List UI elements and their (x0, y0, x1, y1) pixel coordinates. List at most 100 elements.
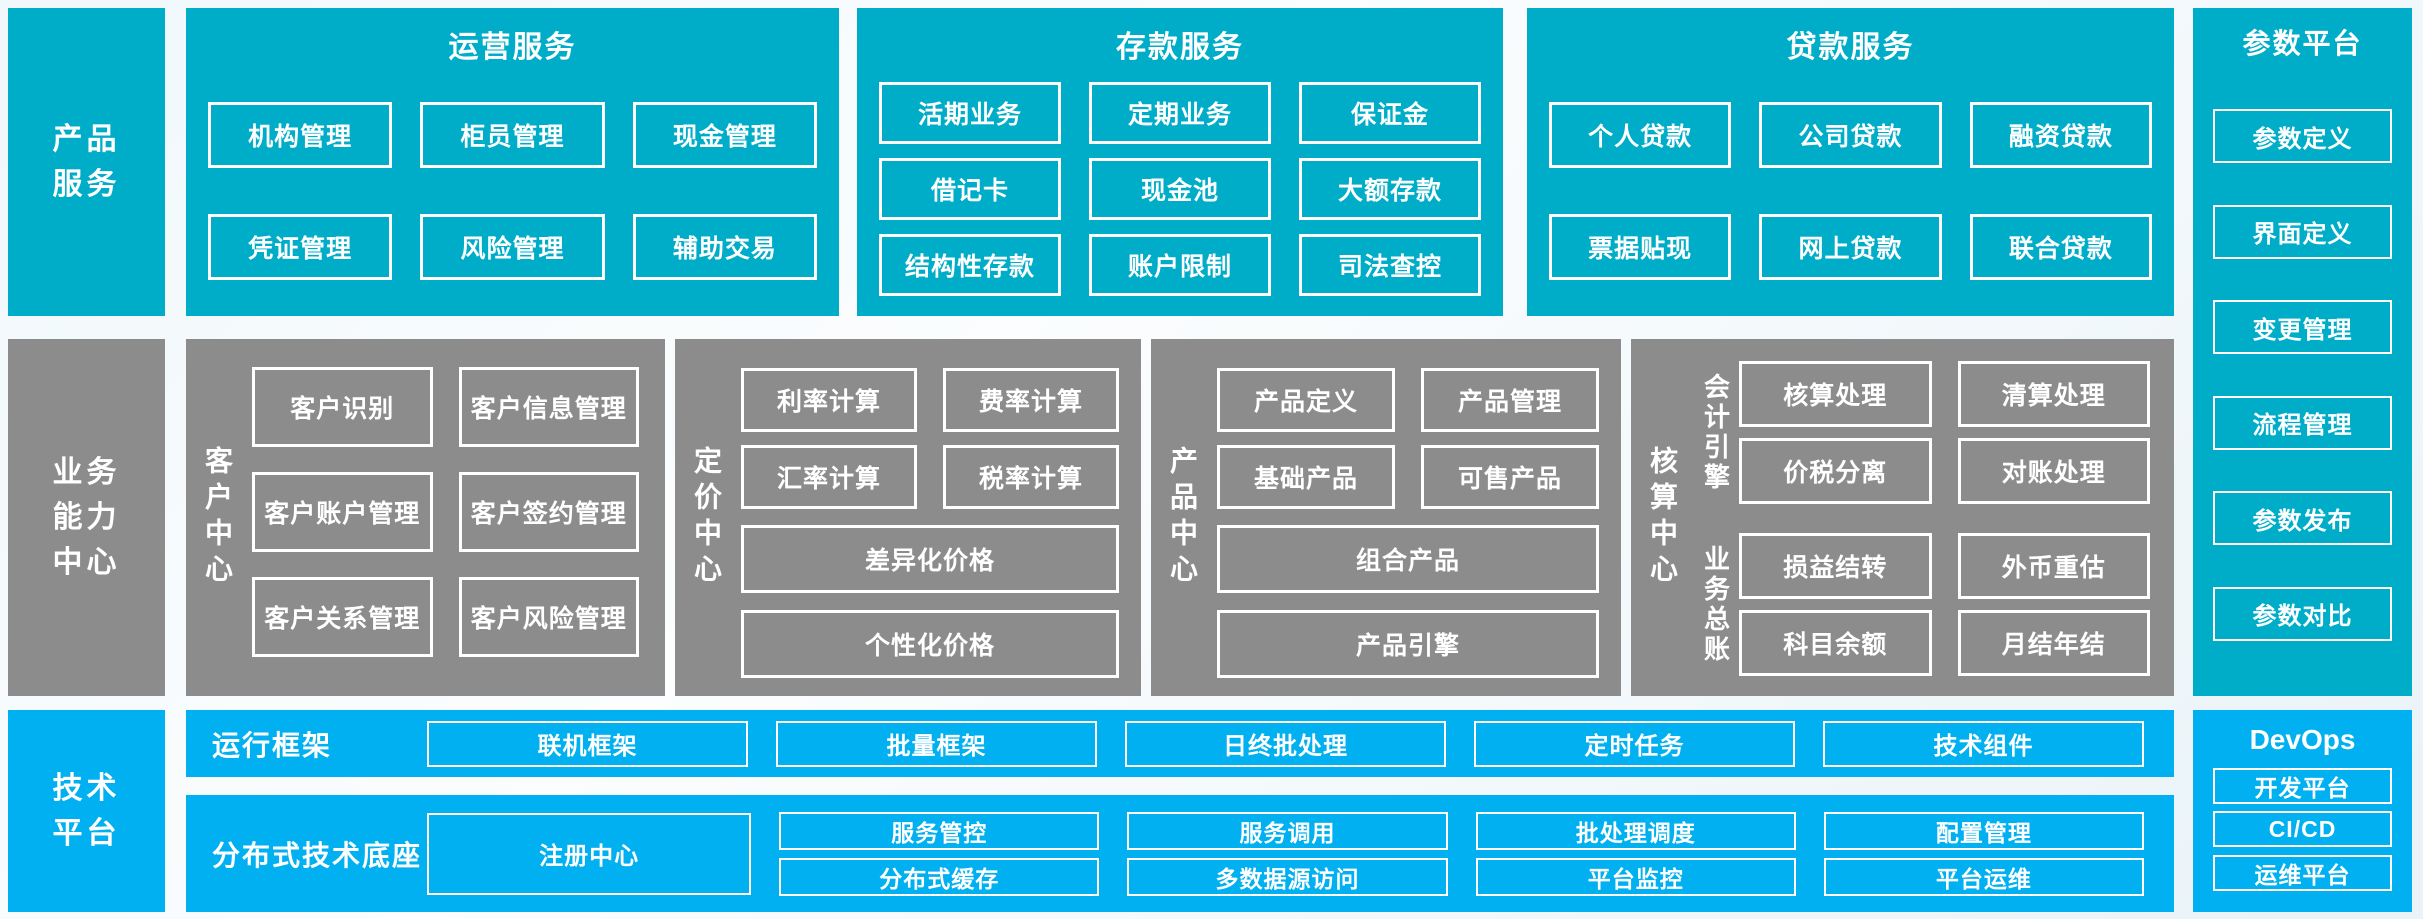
accounting-engine-group: 会计引擎 核算处理 清算处理 价税分离 对账处理 (1693, 361, 2150, 504)
diagram-box: 现金池 (1089, 158, 1271, 220)
diagram-box: 账户限制 (1089, 234, 1271, 296)
diagram-box: 多数据源访问 (1127, 857, 1448, 896)
diagram-box: 费率计算 (943, 368, 1119, 432)
customer-center-label: 客户中心 (202, 445, 233, 590)
diagram-box: 汇率计算 (741, 445, 917, 509)
rail-technology-platform-label: 技术平台 (52, 772, 121, 850)
section-distributed-tech-base: 分布式技术底座 注册中心 服务管控 分布式缓存 服务调用 多数据源访问 批处理调… (186, 795, 2174, 912)
diagram-box: 辅助交易 (632, 214, 817, 280)
section-parameter-platform: 参数平台 参数定义 界面定义 变更管理 流程管理 参数发布 参数对比 (2193, 8, 2412, 696)
diagram-box: 联机框架 (427, 720, 748, 767)
diagram-box: 网上贷款 (1759, 214, 1942, 280)
accounting-engine-label: 会计引擎 (1700, 372, 1731, 493)
diagram-box: 科目余额 (1739, 610, 1932, 676)
accounting-center-label: 核算中心 (1647, 445, 1678, 590)
business-ledger-group: 业务总账 损益结转 外币重估 科目余额 月结年结 (1693, 533, 2150, 676)
diagram-box: 公司贷款 (1759, 102, 1942, 168)
diagram-box: CI/CD (2213, 811, 2392, 847)
rail-product-services: 产品服务 (8, 8, 165, 316)
diagram-box: 参数发布 (2213, 491, 2392, 546)
diagram-box: 保证金 (1299, 82, 1481, 144)
diagram-box: 客户签约管理 (458, 472, 639, 552)
section-deposit-services: 存款服务 活期业务 定期业务 保证金 借记卡 现金池 大额存款 结构性存款 账户… (857, 8, 1503, 316)
section-product-center: 产品中心 产品定义 产品管理 基础产品 可售产品 组合产品 产品引擎 (1151, 339, 1621, 696)
section-title: 存款服务 (1116, 31, 1244, 64)
diagram-box: 风险管理 (420, 214, 605, 280)
diagram-box: 票据贴现 (1549, 214, 1732, 280)
diagram-box: 联合贷款 (1969, 214, 2152, 280)
diagram-box: 机构管理 (208, 102, 393, 168)
diagram-box: 可售产品 (1421, 445, 1599, 509)
distributed-tech-base-label: 分布式技术底座 (212, 839, 423, 871)
runtime-framework-label: 运行框架 (212, 729, 333, 761)
section-pricing-center: 定价中心 利率计算 费率计算 汇率计算 税率计算 差异化价格 个性化价格 (675, 339, 1141, 696)
diagram-box: 服务调用 (1127, 811, 1448, 850)
section-title: 运营服务 (448, 31, 577, 64)
rail-product-services-label: 产品服务 (52, 123, 121, 201)
diagram-box: 批处理调度 (1475, 811, 1796, 850)
diagram-box: 参数定义 (2213, 109, 2392, 164)
diagram-box: 客户信息管理 (458, 367, 639, 447)
diagram-box: 注册中心 (427, 812, 752, 895)
diagram-box: 客户识别 (252, 367, 433, 447)
diagram-box: 客户关系管理 (252, 577, 433, 657)
diagram-box: 借记卡 (879, 158, 1061, 220)
diagram-box: 个人贷款 (1549, 102, 1732, 168)
diagram-box: 产品引擎 (1217, 610, 1599, 678)
diagram-box: 运维平台 (2213, 854, 2392, 891)
diagram-box: 客户风险管理 (458, 577, 639, 657)
pricing-center-label: 定价中心 (691, 445, 722, 590)
section-operation-services: 运营服务 机构管理 柜员管理 现金管理 凭证管理 风险管理 辅助交易 (186, 8, 839, 316)
diagram-box: 清算处理 (1957, 361, 2150, 427)
diagram-box: 服务管控 (779, 811, 1100, 850)
diagram-box: 税率计算 (943, 445, 1119, 509)
diagram-box: 产品定义 (1217, 368, 1395, 432)
diagram-box: 外币重估 (1957, 533, 2150, 599)
diagram-box: 司法查控 (1299, 234, 1481, 296)
diagram-box: 技术组件 (1823, 720, 2144, 767)
section-customer-center: 客户中心 客户识别 客户信息管理 客户账户管理 客户签约管理 客户关系管理 客户… (186, 339, 665, 696)
diagram-box: 开发平台 (2213, 767, 2392, 804)
diagram-box: 变更管理 (2213, 300, 2392, 355)
diagram-box: 融资贷款 (1969, 102, 2152, 168)
diagram-box: 月结年结 (1957, 610, 2150, 676)
diagram-box: 现金管理 (632, 102, 817, 168)
loan-services-boxes: 个人贷款 公司贷款 融资贷款 票据贴现 网上贷款 联合贷款 (1527, 102, 2174, 280)
diagram-box: 大额存款 (1299, 158, 1481, 220)
diagram-box: 界面定义 (2213, 204, 2392, 259)
rail-business-capability-center: 业务能力中心 (8, 339, 165, 696)
rail-technology-platform: 技术平台 (8, 710, 165, 912)
section-title: 参数平台 (2242, 28, 2363, 59)
diagram-box: 利率计算 (741, 368, 917, 432)
diagram-box: 流程管理 (2213, 395, 2392, 450)
product-center-label: 产品中心 (1167, 445, 1198, 590)
diagram-box: 定期业务 (1089, 82, 1271, 144)
diagram-box: 个性化价格 (741, 610, 1119, 678)
diagram-box: 柜员管理 (420, 102, 605, 168)
diagram-box: 参数对比 (2213, 586, 2392, 641)
diagram-box: 产品管理 (1421, 368, 1599, 432)
diagram-box: 基础产品 (1217, 445, 1395, 509)
diagram-box: 日终批处理 (1125, 720, 1446, 767)
diagram-box: 凭证管理 (208, 214, 393, 280)
section-title: 贷款服务 (1786, 31, 1915, 64)
deposit-services-boxes: 活期业务 定期业务 保证金 借记卡 现金池 大额存款 结构性存款 账户限制 司法… (857, 82, 1503, 296)
diagram-box: 结构性存款 (879, 234, 1061, 296)
diagram-box: 对账处理 (1957, 438, 2150, 504)
diagram-box: 批量框架 (776, 720, 1097, 767)
section-title: DevOps (2249, 724, 2356, 755)
diagram-box: 分布式缓存 (779, 857, 1100, 896)
diagram-box: 核算处理 (1739, 361, 1932, 427)
rail-business-capability-center-label: 业务能力中心 (52, 456, 121, 579)
diagram-box: 客户账户管理 (252, 472, 433, 552)
diagram-box: 价税分离 (1739, 438, 1932, 504)
diagram-box: 损益结转 (1739, 533, 1932, 599)
diagram-box: 组合产品 (1217, 525, 1599, 593)
business-ledger-label: 业务总账 (1700, 544, 1731, 665)
section-accounting-center: 核算中心 会计引擎 核算处理 清算处理 价税分离 对账处理 业务总账 (1631, 339, 2174, 696)
section-devops: DevOps 开发平台 CI/CD 运维平台 (2193, 710, 2412, 912)
diagram-box: 配置管理 (1823, 811, 2145, 850)
diagram-box: 平台运维 (1823, 857, 2145, 896)
section-runtime-framework: 运行框架 联机框架 批量框架 日终批处理 定时任务 技术组件 (186, 710, 2174, 777)
